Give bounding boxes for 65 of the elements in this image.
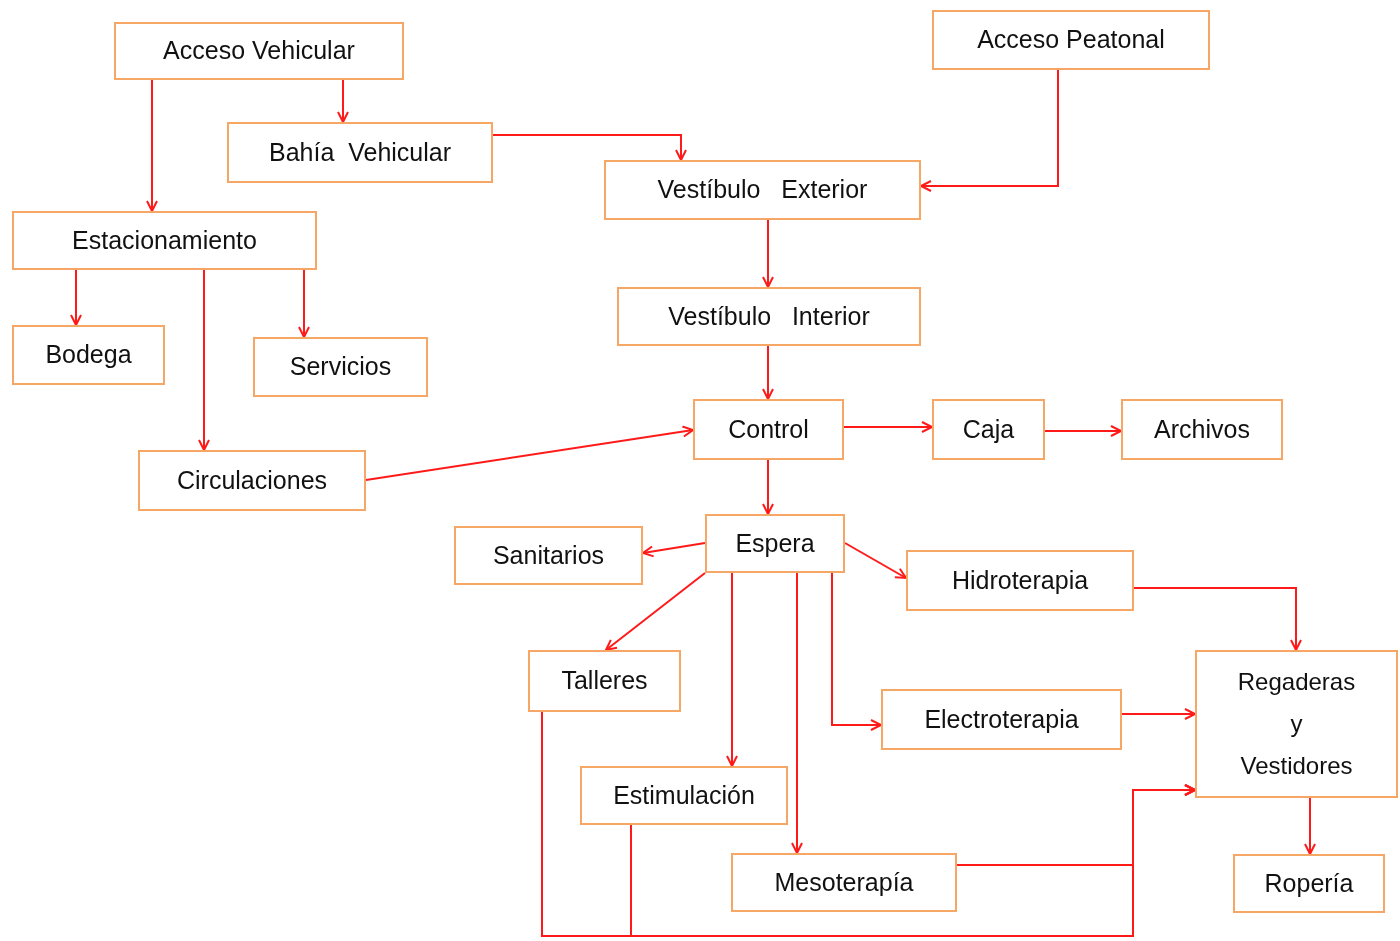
process-box — [604, 160, 921, 220]
arrow — [920, 69, 1059, 192]
arrow — [1304, 797, 1316, 855]
process-box — [705, 514, 845, 573]
process-box — [138, 450, 366, 511]
box-label: Sanitarios — [492, 539, 605, 571]
arrow — [146, 79, 158, 212]
box-label: Archivos — [1154, 413, 1250, 445]
box-label: Vestíbulo Exterior — [657, 174, 868, 206]
arrow — [298, 269, 310, 338]
box-label: Espera — [735, 527, 815, 559]
arrow — [337, 79, 349, 123]
box-label: Acceso Peatonal — [977, 24, 1165, 56]
box-label: Control — [728, 413, 809, 445]
arrow — [831, 572, 882, 731]
box-label: Circulaciones — [176, 464, 328, 496]
process-box — [932, 399, 1045, 460]
process-box — [932, 10, 1210, 70]
process-box — [1195, 650, 1398, 798]
arrow — [843, 421, 933, 433]
process-box — [454, 526, 643, 585]
process-box — [528, 650, 681, 712]
box-label: Bodega — [45, 339, 132, 371]
arrow — [844, 542, 907, 579]
box-label: Mesoterapía — [774, 866, 914, 898]
arrow — [1133, 587, 1302, 651]
process-box — [580, 766, 788, 825]
box-label: Regaderas y Vestidores — [1236, 667, 1357, 781]
process-box — [114, 22, 404, 80]
box-label: Hidroterapia — [951, 564, 1089, 596]
process-box — [906, 550, 1134, 611]
arrow — [605, 572, 706, 651]
box-label: Caja — [962, 413, 1015, 445]
box-label: Vestíbulo Interior — [668, 300, 870, 332]
process-box — [227, 122, 493, 183]
arrow — [762, 345, 774, 400]
arrow — [762, 219, 774, 288]
process-box — [693, 399, 844, 460]
arrow — [1044, 425, 1122, 437]
arrow — [198, 269, 210, 451]
process-box — [1121, 399, 1283, 460]
process-box — [617, 287, 921, 346]
arrow — [791, 572, 803, 854]
arrow — [956, 784, 1196, 866]
process-box — [1233, 854, 1385, 913]
process-box — [881, 689, 1122, 750]
process-box — [12, 325, 165, 385]
arrow — [642, 542, 706, 558]
box-label: Bahía Vehicular — [268, 136, 452, 168]
box-label: Estacionamiento — [72, 224, 257, 256]
process-box — [731, 853, 957, 912]
process-box — [12, 211, 317, 270]
arrow — [1121, 708, 1196, 720]
box-label: Servicios — [289, 351, 392, 383]
box-label: Estimulación — [613, 779, 755, 811]
arrow — [492, 134, 687, 161]
arrow — [365, 425, 694, 481]
process-box — [253, 337, 428, 397]
box-label: Acceso Vehicular — [163, 35, 355, 67]
arrow — [762, 459, 774, 515]
arrow — [726, 572, 738, 767]
box-label: Ropería — [1264, 867, 1354, 899]
box-label: Talleres — [561, 665, 648, 697]
box-label: Electroterapia — [924, 703, 1079, 735]
arrow — [70, 269, 82, 326]
